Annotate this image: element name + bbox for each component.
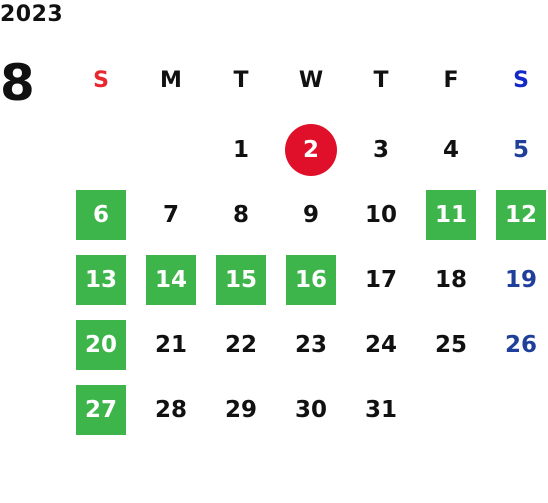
calendar-day-7[interactable]: 7 <box>162 202 179 228</box>
calendar-day-12[interactable]: 12 <box>496 190 546 240</box>
weekday-header-thursday: T <box>373 68 389 93</box>
weekday-header-saturday: S <box>513 68 529 93</box>
calendar-day-4[interactable]: 4 <box>442 137 459 163</box>
calendar-day-3[interactable]: 3 <box>372 137 389 163</box>
calendar-day-11[interactable]: 11 <box>426 190 476 240</box>
calendar-day-26[interactable]: 26 <box>504 332 537 358</box>
calendar-day-21[interactable]: 21 <box>154 332 187 358</box>
calendar-day-17[interactable]: 17 <box>364 267 397 293</box>
weekday-header-monday: M <box>160 68 182 93</box>
calendar-day-23[interactable]: 23 <box>294 332 327 358</box>
weekday-header-friday: F <box>443 68 459 93</box>
calendar-day-31[interactable]: 31 <box>364 397 397 423</box>
calendar-day-15[interactable]: 15 <box>216 255 266 305</box>
calendar-day-14[interactable]: 14 <box>146 255 196 305</box>
calendar-day-9[interactable]: 9 <box>302 202 319 228</box>
month-label: 8 <box>0 54 35 112</box>
calendar-day-25[interactable]: 25 <box>434 332 467 358</box>
calendar-day-24[interactable]: 24 <box>364 332 397 358</box>
calendar-day-1[interactable]: 1 <box>232 137 249 163</box>
calendar-day-5[interactable]: 5 <box>512 137 529 163</box>
calendar-day-30[interactable]: 30 <box>294 397 327 423</box>
calendar-day-28[interactable]: 28 <box>154 397 187 423</box>
weekday-header-wednesday: W <box>298 68 324 93</box>
calendar-day-16[interactable]: 16 <box>286 255 336 305</box>
calendar-day-6[interactable]: 6 <box>76 190 126 240</box>
year-label: 2023 <box>0 2 64 27</box>
calendar-day-8[interactable]: 8 <box>232 202 249 228</box>
calendar-day-10[interactable]: 10 <box>364 202 397 228</box>
calendar-day-22[interactable]: 22 <box>224 332 257 358</box>
calendar-day-29[interactable]: 29 <box>224 397 257 423</box>
weekday-header-tuesday: T <box>233 68 249 93</box>
calendar-day-27[interactable]: 27 <box>76 385 126 435</box>
calendar-day-18[interactable]: 18 <box>434 267 467 293</box>
calendar-day-20[interactable]: 20 <box>76 320 126 370</box>
calendar-day-13[interactable]: 13 <box>76 255 126 305</box>
weekday-header-sunday: S <box>93 68 109 93</box>
calendar-day-19[interactable]: 19 <box>504 267 537 293</box>
calendar-day-2[interactable]: 2 <box>285 124 337 176</box>
